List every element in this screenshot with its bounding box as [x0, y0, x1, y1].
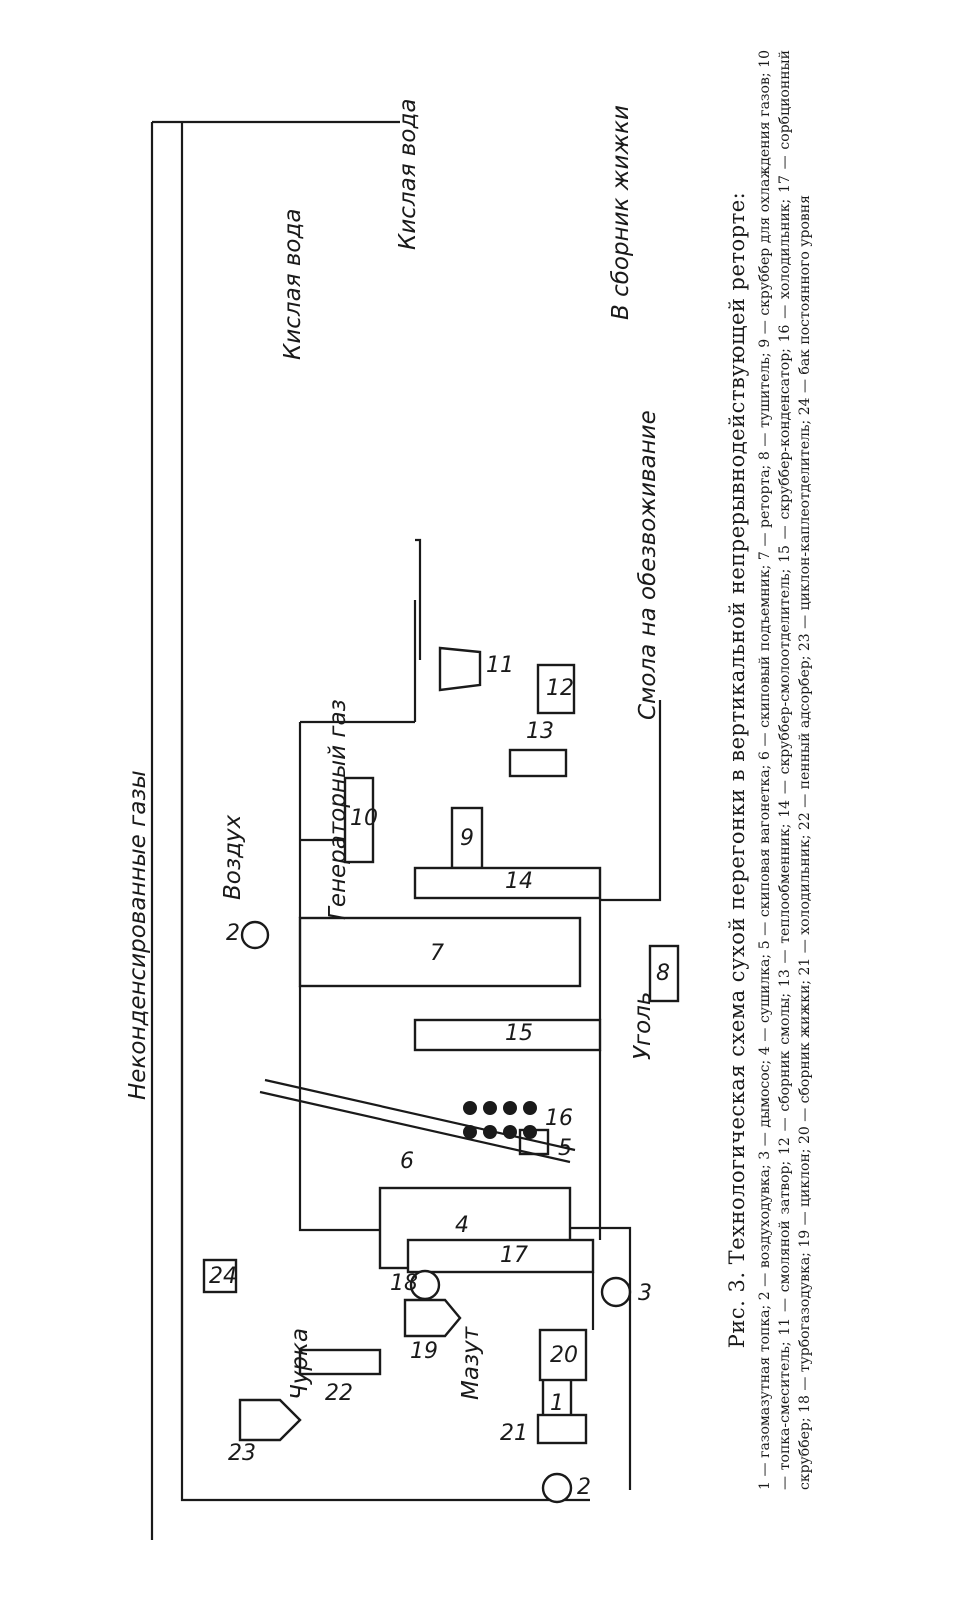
flue-gases-label: Неконденсированные газы: [125, 770, 151, 1100]
caption-legend: 1 — газомазутная топка; 2 — воздуходувка…: [757, 50, 813, 1490]
equipment-number-10: 10: [350, 806, 378, 831]
generator-gas-label: Генераторный газ: [325, 699, 351, 920]
equipment-number-8: 8: [656, 961, 670, 986]
equipment-13-heat-exchanger: [508, 748, 568, 778]
coal-label: Уголь: [630, 992, 656, 1060]
equipment-number-22: 22: [325, 1381, 353, 1406]
to-liquor-label: В сборник жижки: [608, 105, 634, 320]
equipment-17-sorption-scrubber: [406, 1238, 595, 1274]
equipment-number-4: 4: [455, 1213, 469, 1238]
acid-water-mid-label: Кислая вода: [280, 209, 306, 361]
equipment-10-mixer-furnace: [343, 776, 375, 864]
figure-caption: Рис. 3. Технологическая схема сухой пере…: [725, 50, 815, 1490]
equipment-11-tar-seal: [438, 646, 482, 692]
tar-line: [600, 700, 662, 902]
gas-to-condensers: [415, 538, 602, 1330]
equipment-15-condenser: [413, 1018, 602, 1052]
equipment-21-cooler: [536, 1413, 588, 1445]
equipment-3-exhauster: [600, 1276, 632, 1308]
equipment-8-quencher: [648, 944, 680, 1003]
equipment-number-3: 3: [638, 1281, 652, 1306]
equipment-number-11: 11: [486, 653, 514, 678]
equipment-number-24: 24: [209, 1264, 237, 1289]
equipment-number-21: 21: [500, 1421, 528, 1446]
dryer-links: [298, 986, 632, 1490]
equipment-22-foam-adsorber: [298, 1348, 382, 1376]
acid-water-top-label: Кислая вода: [395, 99, 421, 251]
equipment-19-cyclone: [403, 1298, 462, 1338]
equipment-2-blower-bottom: [541, 1472, 573, 1504]
equipment-number-14: 14: [505, 869, 533, 894]
equipment-number-18: 18: [390, 1271, 418, 1296]
equipment-number-16: 16: [545, 1106, 573, 1131]
equipment-number-9: 9: [460, 826, 474, 851]
top-return-line: [180, 700, 590, 1502]
equipment-number-17: 17: [500, 1243, 528, 1268]
equipment-number-15: 15: [505, 1021, 533, 1046]
equipment-number-6: 6: [400, 1149, 414, 1174]
equipment-14-tar-separator: [413, 866, 602, 900]
equipment-number-2a: 2: [577, 1475, 591, 1500]
equipment-number-1: 1: [550, 1391, 564, 1416]
equipment-number-19: 19: [410, 1339, 438, 1364]
chips-label: Чурка: [287, 1328, 313, 1400]
caption-title: Рис. 3. Технологическая схема сухой пере…: [725, 191, 749, 1349]
fuel-oil-label: Мазут: [458, 1326, 484, 1400]
equipment-20-liquor-collector: [538, 1328, 588, 1382]
equipment-number-20: 20: [550, 1343, 578, 1368]
equipment-number-12: 12: [546, 676, 574, 701]
equipment-2-blower-top: [240, 920, 270, 950]
air-label: Воздух: [220, 814, 246, 900]
equipment-23-drop-separator: [238, 1398, 302, 1442]
main-pipe-horizontal: [298, 600, 417, 918]
equipment-24-level-tank: [202, 1258, 238, 1294]
equipment-number-13: 13: [526, 719, 554, 744]
tar-label: Смола на обезвоживание: [635, 410, 661, 720]
equipment-7-retort: [298, 916, 582, 988]
equipment-number-7: 7: [430, 941, 444, 966]
equipment-6-skip-hoist: [259, 1078, 576, 1164]
equipment-number-2b: 2: [226, 921, 240, 946]
equipment-16-cooler: [463, 1101, 537, 1139]
equipment-12-tar-collector: [536, 663, 576, 715]
equipment-number-23: 23: [228, 1441, 256, 1466]
